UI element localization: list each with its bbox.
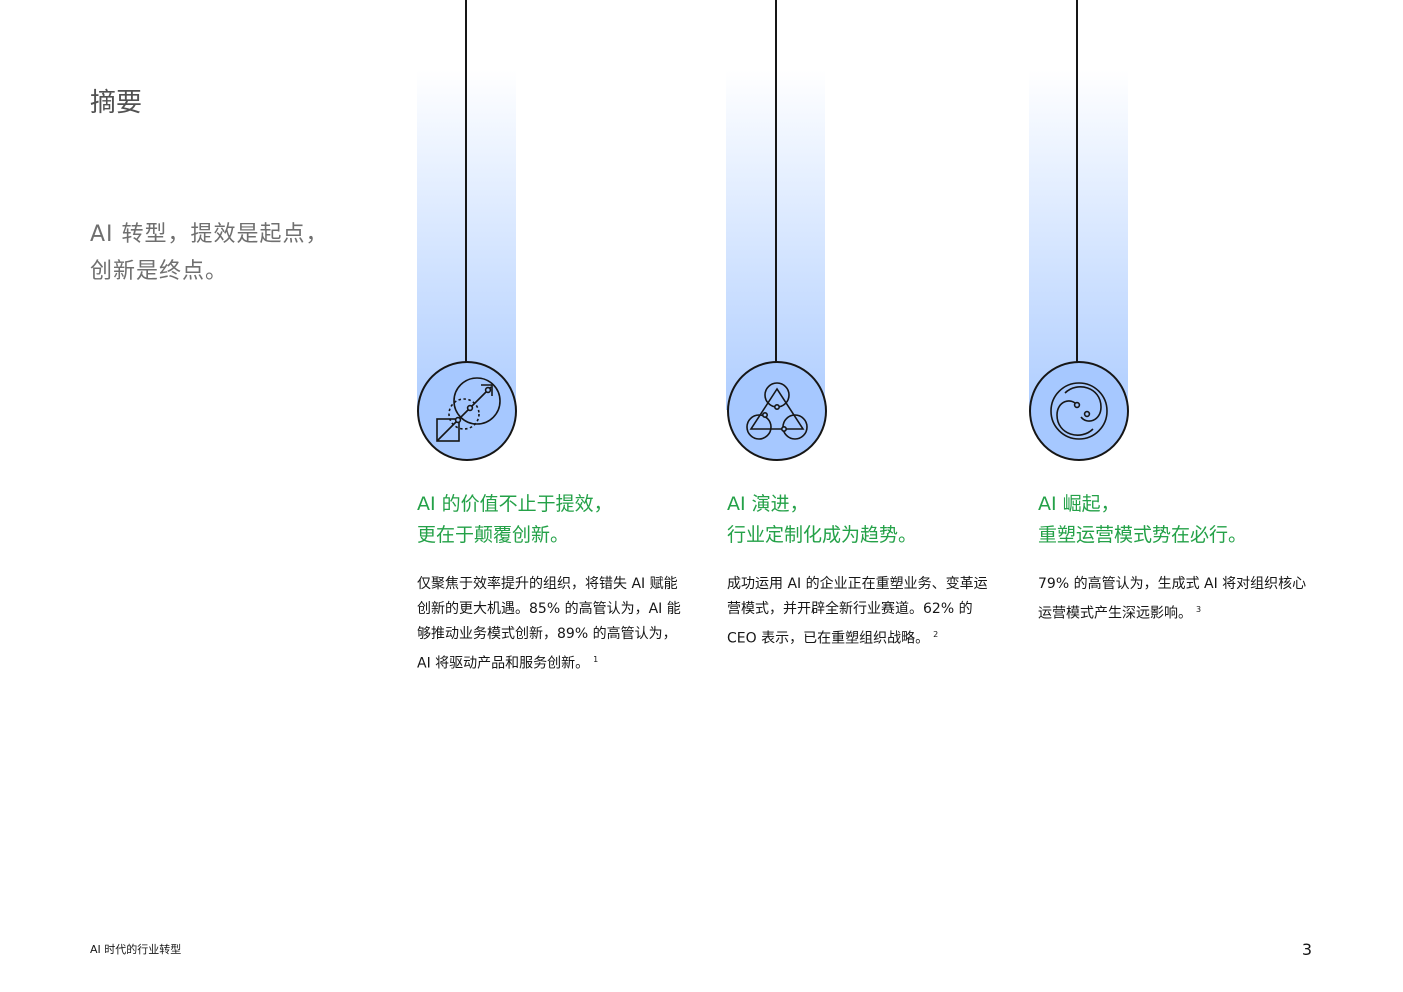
- heading-line: AI 演进，: [727, 493, 809, 515]
- column-heading: AI 演进， 行业定制化成为趋势。: [727, 489, 1027, 551]
- heading-line: 行业定制化成为趋势。: [727, 524, 918, 546]
- three-circles-network-icon: [727, 361, 827, 461]
- heading-line: AI 崛起，: [1038, 493, 1120, 515]
- footnote-marker: 3: [1196, 605, 1202, 614]
- connector-line: [465, 0, 467, 362]
- page-number: 3: [1301, 940, 1312, 959]
- column-heading: AI 崛起， 重塑运营模式势在必行。: [1038, 489, 1338, 551]
- footer-title: AI 时代的行业转型: [90, 943, 182, 956]
- body-text: 成功运用 AI 的企业正在重塑业务、变革运营模式，并开辟全新行业赛道。62% 的…: [727, 576, 988, 647]
- tagline-line: 创新是终点。: [90, 259, 229, 284]
- heading-line: 重塑运营模式势在必行。: [1038, 524, 1248, 546]
- connector-line: [775, 0, 777, 362]
- spiral-cycle-icon: [1029, 361, 1129, 461]
- connector-line: [1076, 0, 1078, 362]
- tagline: AI 转型，提效是起点， 创新是终点。: [90, 216, 410, 290]
- body-text: 仅聚焦于效率提升的组织，将错失 AI 赋能创新的更大机遇。85% 的高管认为，A…: [417, 576, 681, 672]
- tagline-line: AI 转型，提效是起点，: [90, 222, 329, 247]
- footnote-marker: 2: [933, 630, 939, 639]
- heading-line: 更在于颠覆创新。: [417, 524, 570, 546]
- column-body: 仅聚焦于效率提升的组织，将错失 AI 赋能创新的更大机遇。85% 的高管认为，A…: [417, 572, 683, 677]
- footnote-marker: 1: [593, 655, 599, 664]
- section-title: 摘要: [90, 88, 143, 118]
- column-body: 79% 的高管认为，生成式 AI 将对组织核心运营模式产生深远影响。3: [1038, 572, 1318, 627]
- column-body: 成功运用 AI 的企业正在重塑业务、变革运营模式，并开辟全新行业赛道。62% 的…: [727, 572, 993, 652]
- body-text: 79% 的高管认为，生成式 AI 将对组织核心运营模式产生深远影响。: [1038, 576, 1307, 622]
- scale-transform-icon: [417, 361, 517, 461]
- heading-line: AI 的价值不止于提效，: [417, 493, 613, 515]
- gradient-glow: [1029, 70, 1128, 410]
- column-heading: AI 的价值不止于提效， 更在于颠覆创新。: [417, 489, 717, 551]
